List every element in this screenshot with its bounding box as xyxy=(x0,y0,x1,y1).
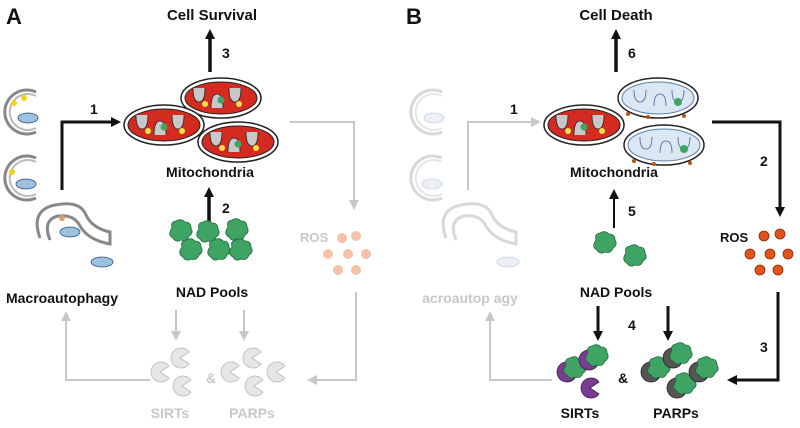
panel-a-step-2: 2 xyxy=(222,200,230,216)
mitochondria-healthy-a xyxy=(123,77,279,163)
panel-a-macroautophagy-label: Macroautophagy xyxy=(6,290,118,306)
autophagosomes-b-faded xyxy=(409,88,520,268)
nad-pool-b xyxy=(593,231,647,267)
panel-b-step-2: 2 xyxy=(760,153,768,169)
panel-a-mitochondria-label: Mitochondria xyxy=(166,164,254,180)
autophagosomes-a xyxy=(3,88,114,268)
panel-a-nad-label: NAD Pools xyxy=(176,284,249,300)
sirts-b xyxy=(556,344,609,399)
panel-a-letter: A xyxy=(6,4,22,29)
panel-b-nad-label: NAD Pools xyxy=(580,284,653,300)
arrow-b-sirts-macroautophagy-faded xyxy=(485,311,552,381)
panel-b-amp: & xyxy=(618,370,628,386)
sirts-a-faded xyxy=(150,347,192,397)
panel-b-title: Cell Death xyxy=(579,7,652,24)
ros-b xyxy=(744,228,794,276)
panel-b-parps-label: PARPs xyxy=(653,405,699,421)
panel-a-parps-label: PARPs xyxy=(229,405,275,421)
arrow-a-ros-parps-faded xyxy=(307,292,357,385)
arrow-b-2 xyxy=(712,120,785,217)
panel-b-sirts-label: SIRTs xyxy=(561,405,600,421)
panel-b-step-5: 5 xyxy=(628,203,636,219)
panel-b-macroautophagy-label: acroautop agy xyxy=(422,290,518,306)
arrow-a-sirts-macroautophagy-faded xyxy=(61,311,150,381)
parps-a-faded xyxy=(220,347,286,397)
panel-a-ros-label: ROS xyxy=(300,230,329,245)
arrow-b-1-faded xyxy=(467,117,541,190)
nad-pool-a xyxy=(169,218,253,261)
arrow-a-1 xyxy=(60,117,121,190)
arrow-b-3 xyxy=(727,292,780,385)
panel-b-letter: B xyxy=(406,4,422,29)
panel-b-step-6: 6 xyxy=(628,45,636,61)
parps-b xyxy=(640,342,719,399)
panel-b-step-1: 1 xyxy=(510,101,518,117)
ros-a-faded xyxy=(323,231,371,275)
panel-a-title: Cell Survival xyxy=(167,7,257,24)
panel-b-ros-label: ROS xyxy=(720,230,749,245)
mitochondria-damaged-b xyxy=(543,77,705,167)
panel-a-step-1: 1 xyxy=(90,101,98,117)
panel-a-step-3: 3 xyxy=(222,45,230,61)
panel-b-step-3: 3 xyxy=(760,339,768,355)
panel-a-sirts-label: SIRTs xyxy=(151,405,190,421)
panel-b-step-4: 4 xyxy=(628,317,636,333)
panel-b-mitochondria-label: Mitochondria xyxy=(570,164,658,180)
arrow-a-mito-ros-faded xyxy=(290,121,359,210)
panel-a-amp: & xyxy=(206,370,216,386)
